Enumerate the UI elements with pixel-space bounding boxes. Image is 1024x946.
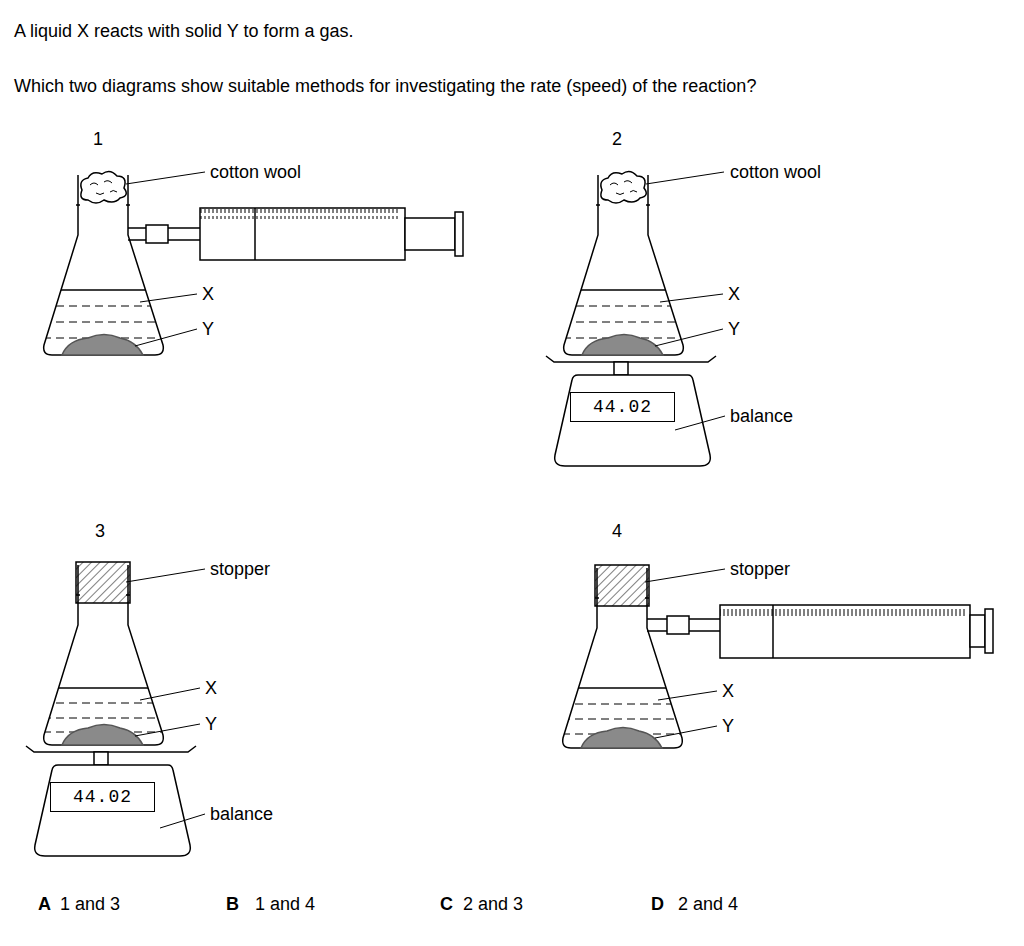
diagram-number: 3 — [95, 520, 105, 542]
option-answer: 2 and 4 — [678, 893, 738, 915]
diagram-number: 2 — [612, 128, 622, 150]
part-label: stopper — [730, 558, 790, 580]
option-letter: A — [38, 893, 51, 915]
balance-display: 44.02 — [570, 392, 675, 422]
option-answer: 1 and 4 — [255, 893, 315, 915]
diagram-number: 1 — [93, 128, 103, 150]
part-label: X — [722, 680, 734, 702]
part-label: cotton wool — [210, 161, 301, 183]
option-answer: 1 and 3 — [60, 893, 120, 915]
part-label: X — [205, 677, 217, 699]
part-label: balance — [730, 405, 793, 427]
part-label: Y — [205, 713, 217, 735]
part-label: X — [202, 283, 214, 305]
question-stem: A liquid X reacts with solid Y to form a… — [14, 20, 354, 42]
balance-display: 44.02 — [50, 782, 155, 812]
diagram-number: 4 — [612, 520, 622, 542]
option-letter: C — [440, 893, 453, 915]
balance-reading: 44.02 — [73, 787, 132, 807]
option-letter: B — [226, 893, 239, 915]
option-answer: 2 and 3 — [463, 893, 523, 915]
part-label: cotton wool — [730, 161, 821, 183]
part-label: Y — [722, 715, 734, 737]
part-label: balance — [210, 803, 273, 825]
part-label: X — [728, 283, 740, 305]
option-letter: D — [651, 893, 664, 915]
part-label: Y — [202, 318, 214, 340]
balance-reading: 44.02 — [593, 397, 652, 417]
part-label: stopper — [210, 558, 270, 580]
question-text: Which two diagrams show suitable methods… — [14, 75, 756, 97]
part-label: Y — [728, 318, 740, 340]
